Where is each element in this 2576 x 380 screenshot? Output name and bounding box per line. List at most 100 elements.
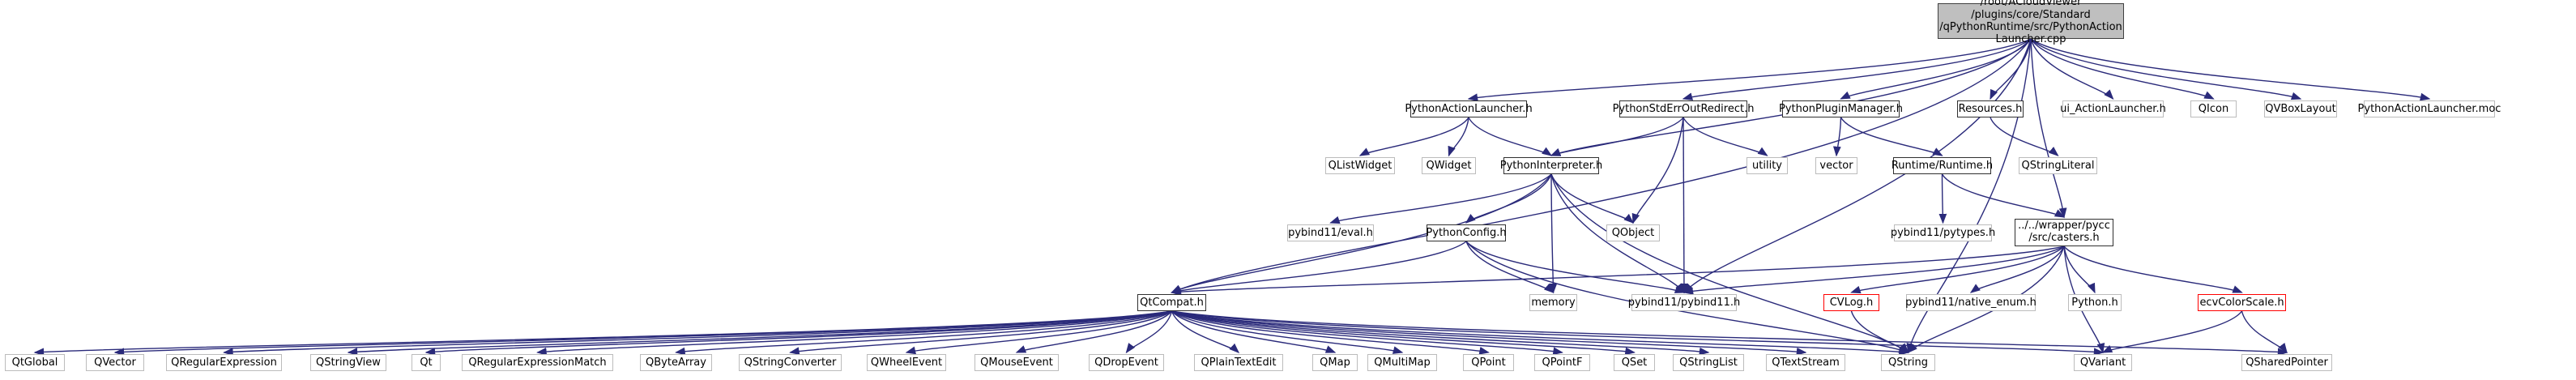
graph-node-pyconfig_h[interactable]: PythonConfig.h	[1426, 224, 1507, 241]
graph-edge-pseor_h-to-pb_pybind11	[1680, 117, 1688, 294]
graph-edge-pi_h-to-qtcompat_h	[1171, 173, 1552, 293]
graph-node-qvboxlayout[interactable]: QVBoxLayout	[2264, 100, 2337, 117]
graph-edge-casters_h-to-python_h	[2063, 246, 2096, 294]
graph-edge-pal_h-to-pi_h	[1468, 117, 1553, 156]
graph-edge-pseor_h-to-qobject	[1631, 117, 1684, 224]
graph-node-qset[interactable]: QSet	[1614, 354, 1655, 371]
graph-node-ecvcolor_h[interactable]: ecvColorScale.h	[2198, 294, 2286, 311]
graph-node-qt[interactable]: Qt	[412, 354, 441, 371]
graph-node-casters_h[interactable]: ../../wrapper/pycc /src/casters.h	[2015, 219, 2113, 246]
graph-node-pb_native[interactable]: pybind11/native_enum.h	[1905, 294, 2036, 311]
graph-node-qdropevent[interactable]: QDropEvent	[1089, 354, 1164, 371]
graph-edge-pseor_h-to-pi_h	[1550, 117, 1684, 156]
graph-node-qlistwidget[interactable]: QListWidget	[1325, 157, 1395, 174]
graph-edge-qtcompat_h-to-qset	[1171, 310, 1636, 356]
graph-node-cvlog_h[interactable]: CVLog.h	[1823, 294, 1879, 311]
graph-edge-qtcompat_h-to-qstringview	[347, 310, 1172, 357]
graph-node-qwheelevent[interactable]: QWheelEvent	[867, 354, 946, 371]
graph-node-pal_moc[interactable]: PythonActionLauncher.moc	[2358, 100, 2501, 117]
graph-node-qregexp[interactable]: QRegularExpression	[166, 354, 282, 371]
graph-node-qstrlit[interactable]: QStringLiteral	[2019, 157, 2097, 174]
graph-edge-qtcompat_h-to-qmultimap	[1171, 310, 1404, 354]
graph-node-qbytearray[interactable]: QByteArray	[640, 354, 712, 371]
graph-node-pb_pybind11[interactable]: pybind11/pybind11.h	[1628, 294, 1740, 311]
graph-edge-ecvcolor_h-to-qvariant	[2101, 310, 2243, 353]
graph-edge-casters_h-to-pb_pybind11	[1683, 246, 2065, 295]
graph-edge-qtcompat_h-to-qsharedptr	[1171, 310, 2288, 357]
graph-edge-pyconfig_h-to-qstring	[1465, 241, 1909, 353]
graph-edge-root-to-pseor_h	[1682, 38, 2032, 100]
graph-edge-pi_h-to-pb_pybind11	[1550, 173, 1685, 294]
graph-node-qpointf[interactable]: QPointF	[1534, 354, 1590, 371]
graph-edge-qtcompat_h-to-qpoint	[1171, 310, 1490, 355]
graph-edge-root-to-pal_h	[1467, 38, 2032, 102]
graph-node-qtglobal[interactable]: QtGlobal	[5, 354, 65, 371]
graph-edge-res_h-to-qstrlit	[1990, 117, 2059, 156]
graph-edge-qtcompat_h-to-qstringlist	[1171, 310, 1710, 356]
graph-node-qstrconv[interactable]: QStringConverter	[739, 354, 842, 371]
graph-node-qvariant[interactable]: QVariant	[2074, 354, 2132, 371]
graph-edge-pseor_h-to-utility	[1683, 117, 1768, 156]
graph-edge-casters_h-to-qtcompat_h	[1171, 246, 2065, 297]
graph-edge-root-to-qtcompat_h	[1171, 38, 2032, 293]
graph-node-pb_pytypes[interactable]: pybind11/pytypes.h	[1891, 224, 1995, 241]
graph-edge-qtcompat_h-to-qstrconv	[789, 310, 1172, 356]
graph-edge-qtcompat_h-to-qregexpm	[536, 310, 1172, 356]
graph-node-qplaintext[interactable]: QPlainTextEdit	[1194, 354, 1283, 371]
graph-edge-pi_h-to-pb_eval	[1329, 173, 1552, 224]
graph-edge-root-to-pal_moc	[2030, 38, 2431, 101]
graph-node-qsharedptr[interactable]: QSharedPointer	[2241, 354, 2332, 371]
graph-edge-ppm_h-to-vector	[1832, 117, 1842, 157]
graph-node-pseor_h[interactable]: PythonStdErrOutRedirect.h	[1613, 100, 1754, 117]
graph-node-python_h[interactable]: Python.h	[2068, 294, 2122, 311]
graph-edge-casters_h-to-qstring	[1907, 246, 2065, 353]
graph-node-qtextstream[interactable]: QTextStream	[1766, 354, 1845, 371]
graph-node-qmap[interactable]: QMap	[1312, 354, 1358, 371]
graph-edge-qtcompat_h-to-qtextstream	[1171, 310, 1807, 356]
graph-node-res_h[interactable]: Resources.h	[1957, 100, 2024, 117]
graph-node-qpoint[interactable]: QPoint	[1463, 354, 1514, 371]
graph-edge-qtcompat_h-to-qplaintext	[1171, 310, 1240, 353]
graph-node-qvector[interactable]: QVector	[86, 354, 144, 371]
graph-node-ppm_h[interactable]: PythonPluginManager.h	[1779, 100, 1903, 117]
graph-edge-qtcompat_h-to-qwheelevent	[905, 310, 1172, 355]
graph-node-utility[interactable]: utility	[1746, 157, 1788, 174]
graph-edge-qtcompat_h-to-qstring	[1171, 310, 1909, 356]
graph-node-pal_h[interactable]: PythonActionLauncher.h	[1405, 100, 1533, 117]
graph-node-qstring[interactable]: QString	[1881, 354, 1935, 371]
graph-node-pi_h[interactable]: PythonInterpreter.h	[1500, 157, 1602, 174]
graph-edge-pal_h-to-qwidget	[1448, 117, 1469, 157]
graph-edge-pyconfig_h-to-memory	[1465, 241, 1555, 293]
graph-edge-pi_h-to-memory	[1549, 173, 1558, 294]
graph-edge-casters_h-to-pb_native	[1969, 246, 2065, 293]
graph-edge-root-to-casters_h	[2030, 38, 2067, 219]
graph-edge-qtcompat_h-to-qvector	[113, 310, 1172, 357]
graph-edge-pyconfig_h-to-qtcompat_h	[1171, 241, 1467, 294]
graph-node-qwidget[interactable]: QWidget	[1422, 157, 1476, 174]
graph-edge-qtcompat_h-to-qmap	[1171, 310, 1337, 353]
graph-edge-runtime_h-to-casters_h	[1941, 173, 2066, 218]
graph-node-qtcompat_h[interactable]: QtCompat.h	[1137, 294, 1206, 311]
graph-node-memory[interactable]: memory	[1529, 294, 1577, 311]
graph-node-pb_eval[interactable]: pybind11/eval.h	[1287, 224, 1374, 241]
graph-node-root[interactable]: /root/ACloudViewer /plugins/core/Standar…	[1938, 0, 2124, 45]
graph-edge-qtcompat_h-to-qt	[424, 310, 1172, 356]
graph-node-qstringview[interactable]: QStringView	[310, 354, 386, 371]
graph-edge-qtcompat_h-to-qtglobal	[33, 310, 1172, 357]
graph-edge-ppm_h-to-runtime_h	[1840, 117, 1943, 156]
graph-node-qobject[interactable]: QObject	[1606, 224, 1660, 241]
graph-node-runtime_h[interactable]: Runtime/Runtime.h	[1891, 157, 1993, 174]
graph-edge-pyconfig_h-to-pb_pybind11	[1465, 241, 1686, 293]
graph-node-qmouseevent[interactable]: QMouseEvent	[975, 354, 1059, 371]
graph-node-qstringlist[interactable]: QStringList	[1673, 354, 1744, 371]
graph-node-ui_al_h[interactable]: ui_ActionLauncher.h	[2060, 100, 2166, 117]
graph-edge-root-to-qicon	[2030, 38, 2215, 100]
graph-edge-qtcompat_h-to-qpointf	[1171, 310, 1563, 356]
graph-node-qregexpm[interactable]: QRegularExpressionMatch	[462, 354, 613, 371]
graph-edge-root-to-qvboxlayout	[2030, 38, 2302, 100]
graph-node-vector[interactable]: vector	[1815, 157, 1857, 174]
graph-node-qmultimap[interactable]: QMultiMap	[1367, 354, 1437, 371]
graph-node-qicon[interactable]: QIcon	[2190, 100, 2237, 117]
